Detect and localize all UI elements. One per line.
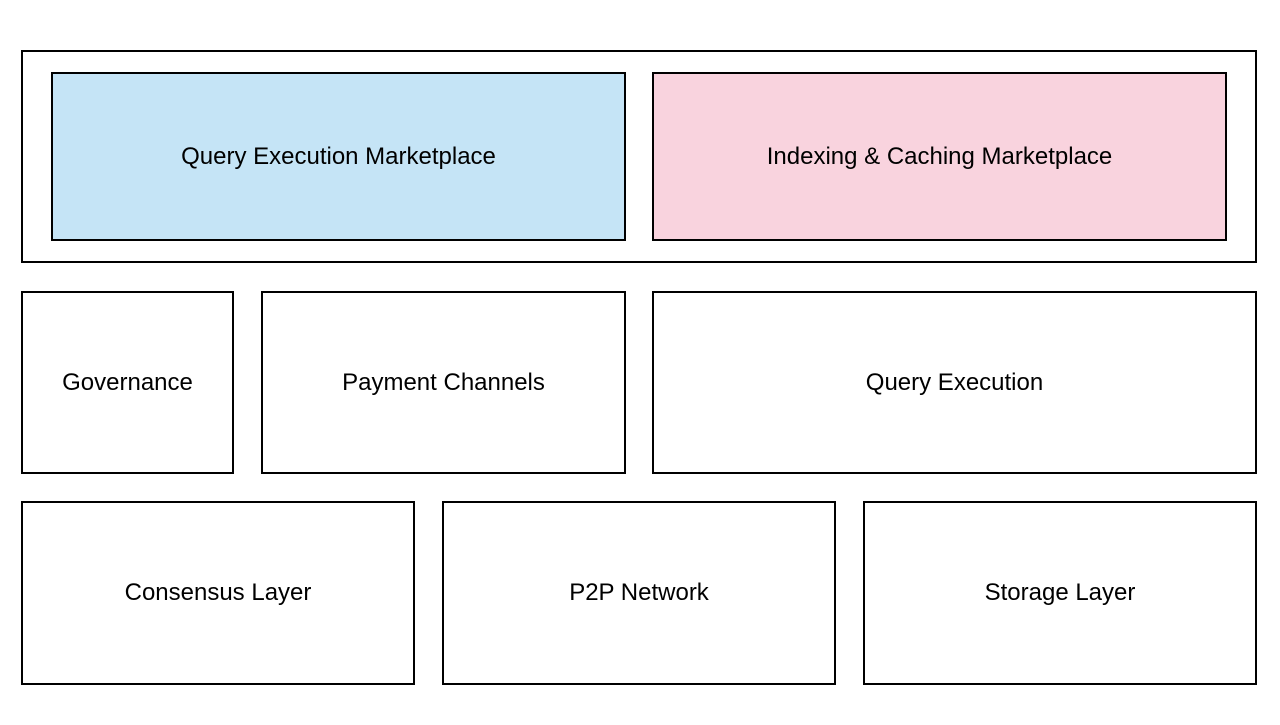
consensus-layer-label: Consensus Layer bbox=[124, 579, 312, 606]
indexing-caching-marketplace-box: Indexing & Caching Marketplace bbox=[652, 72, 1227, 241]
query-execution-marketplace-label: Query Execution Marketplace bbox=[181, 142, 496, 170]
indexing-caching-marketplace-label: Indexing & Caching Marketplace bbox=[766, 142, 1113, 170]
query-execution-marketplace-box: Query Execution Marketplace bbox=[51, 72, 626, 241]
storage-layer-box: Storage Layer bbox=[863, 501, 1257, 685]
storage-layer-label: Storage Layer bbox=[984, 579, 1136, 606]
marketplace-group-frame bbox=[21, 50, 1257, 263]
governance-label: Governance bbox=[62, 368, 193, 396]
query-execution-box: Query Execution bbox=[652, 291, 1257, 474]
query-execution-label: Query Execution bbox=[865, 368, 1044, 396]
consensus-layer-box: Consensus Layer bbox=[21, 501, 415, 685]
p2p-network-box: P2P Network bbox=[442, 501, 836, 685]
payment-channels-box: Payment Channels bbox=[261, 291, 626, 474]
p2p-network-label: P2P Network bbox=[569, 579, 709, 606]
governance-box: Governance bbox=[21, 291, 234, 474]
payment-channels-label: Payment Channels bbox=[342, 368, 545, 396]
